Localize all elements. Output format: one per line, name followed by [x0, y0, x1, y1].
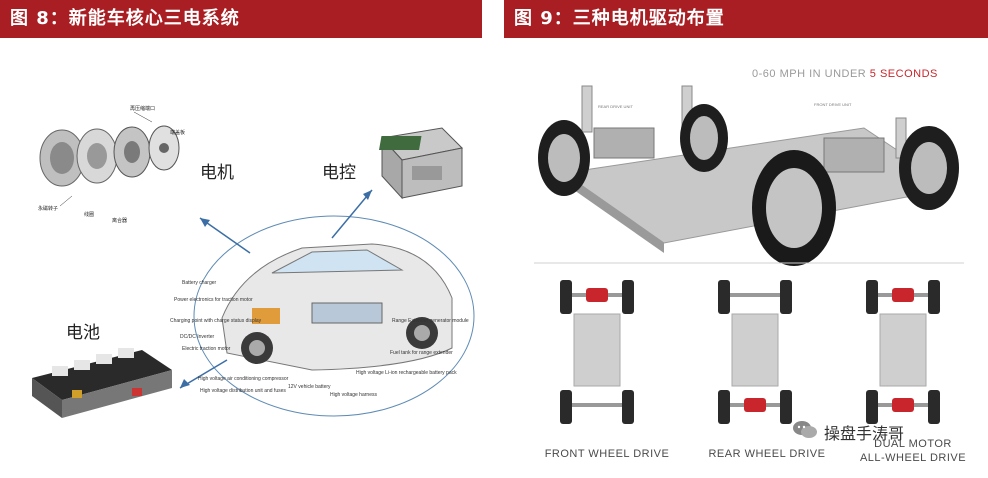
all-wheel-drive-label: ALL-WHEEL DRIVE	[859, 452, 967, 464]
car-callout: 12V vehicle battery	[288, 384, 331, 390]
battery-pack-icon	[32, 348, 172, 418]
arrow-motor	[199, 217, 251, 254]
hero-headline: 0-60 MPH IN UNDER 5 SECONDS	[752, 68, 938, 80]
car-callout: High voltage distribution unit and fuses	[200, 388, 286, 394]
drive-layout-illustration	[534, 85, 964, 424]
motor-part-label: 再压缩端口	[130, 105, 155, 112]
motor-part-label: 线圈	[84, 211, 94, 218]
dual-motor-diagram	[866, 280, 940, 424]
rear-drive-unit-label: REAR DRIVE UNIT	[598, 104, 633, 109]
rear-wheel-drive-label: REAR WHEEL DRIVE	[708, 448, 826, 460]
rear-wheel-drive-diagram	[718, 280, 792, 424]
motor-part-label: 离合器	[112, 217, 127, 224]
car-callout: High voltage harness	[330, 392, 377, 398]
motor-part-label: 永磁转子	[38, 205, 58, 212]
motor-label: 电机	[200, 163, 234, 183]
motor-part-label: 端盖板	[170, 129, 185, 136]
chassis-render-icon	[538, 85, 959, 266]
car-callout: Fuel tank for range extender	[390, 350, 453, 356]
car-callout: Charging point with charge status displa…	[170, 318, 262, 324]
arrow-control	[331, 189, 373, 239]
control-label: 电控	[322, 163, 356, 183]
three-electric-system-illustration: 再压缩端口 端盖板 永磁转子 线圈 离合器	[32, 105, 475, 418]
car-callout: Battery charger	[182, 280, 217, 286]
figure-8-title: 图 8：新能车核心三电系统	[0, 0, 482, 38]
car-cutaway-icon	[221, 243, 453, 371]
motor-exploded-icon	[39, 111, 180, 207]
watermark-text: 操盘手涛哥	[824, 424, 905, 443]
controller-box-icon	[379, 127, 464, 200]
hero-prefix: 0-60 MPH IN UNDER	[752, 68, 870, 80]
car-callout: Range Extender generator module	[392, 318, 469, 324]
wechat-icon	[792, 420, 818, 440]
hero-accent: 5 SECONDS	[869, 68, 938, 80]
car-callout: DC/DC Inverter	[180, 334, 215, 340]
figure-8-panel: 图 8：新能车核心三电系统 再压缩端口 端盖板 永磁转子 线圈 离合器	[0, 0, 482, 478]
car-callout: High voltage Li-ion rechargeable battery…	[356, 370, 457, 376]
figure-9-panel: 图 9：三种电机驱动布置 0-60 MPH IN UNDER 5 SECONDS…	[504, 0, 988, 478]
car-callout: High voltage air conditioning compressor	[198, 376, 289, 382]
front-wheel-drive-diagram	[560, 280, 634, 424]
car-callout: Power electronics for traction motor	[174, 297, 253, 303]
battery-label: 电池	[66, 323, 100, 343]
front-drive-unit-label: FRONT DRIVE UNIT	[814, 102, 852, 107]
dual-motor-label: DUAL MOTOR	[874, 438, 952, 450]
figure-9-title: 图 9：三种电机驱动布置	[504, 0, 988, 38]
front-wheel-drive-label: FRONT WHEEL DRIVE	[544, 448, 670, 460]
car-callout: Electric traction motor	[182, 346, 231, 352]
